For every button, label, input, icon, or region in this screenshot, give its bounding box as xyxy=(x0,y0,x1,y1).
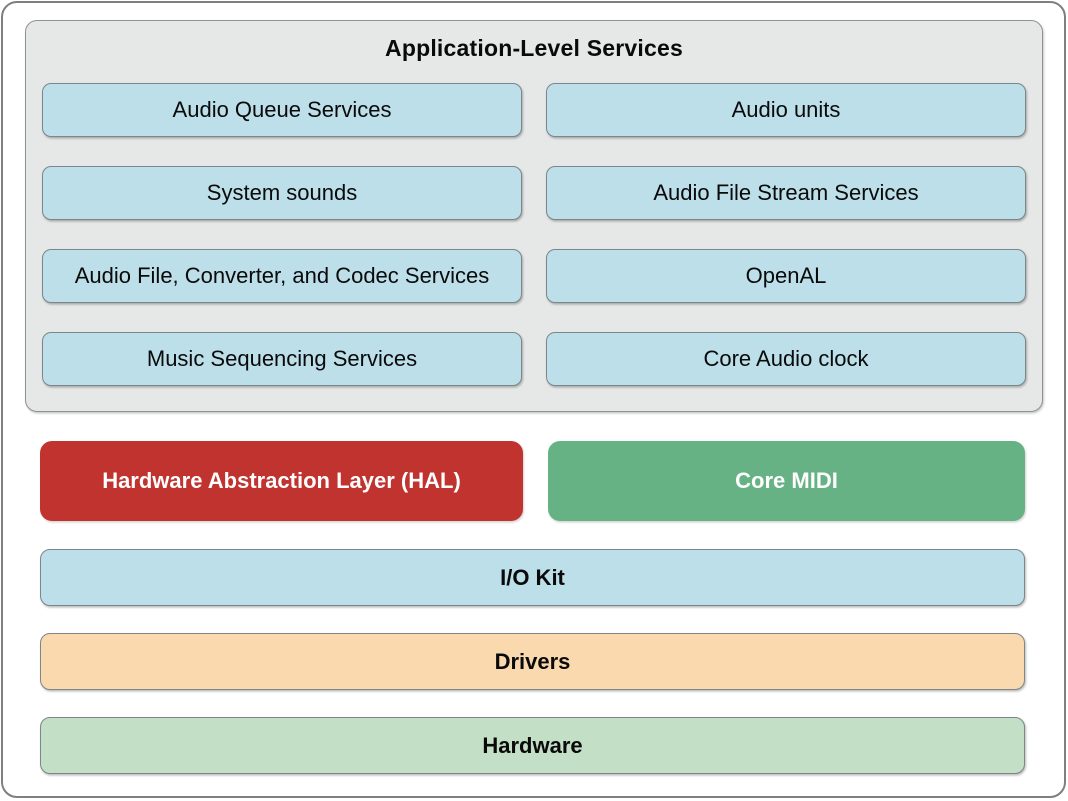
node-drivers: Drivers xyxy=(40,633,1025,690)
node-hardware-abstraction-layer: Hardware Abstraction Layer (HAL) xyxy=(40,441,523,521)
node-core-audio-clock: Core Audio clock xyxy=(546,332,1026,386)
node-io-kit: I/O Kit xyxy=(40,549,1025,606)
node-system-sounds: System sounds xyxy=(42,166,522,220)
node-hardware: Hardware xyxy=(40,717,1025,774)
hal-midi-row: Hardware Abstraction Layer (HAL) Core MI… xyxy=(40,441,1025,521)
node-audio-file-stream-services: Audio File Stream Services xyxy=(546,166,1026,220)
node-core-midi: Core MIDI xyxy=(548,441,1025,521)
group-title: Application-Level Services xyxy=(385,35,683,61)
node-music-sequencing-services: Music Sequencing Services xyxy=(42,332,522,386)
node-audio-queue-services: Audio Queue Services xyxy=(42,83,522,137)
application-level-services-group: Application-Level Services Audio Queue S… xyxy=(25,20,1043,412)
node-audio-file-converter-codec-services: Audio File, Converter, and Codec Service… xyxy=(42,249,522,303)
node-audio-units: Audio units xyxy=(546,83,1026,137)
node-openal: OpenAL xyxy=(546,249,1026,303)
services-grid: Audio Queue Services Audio units System … xyxy=(42,83,1026,386)
